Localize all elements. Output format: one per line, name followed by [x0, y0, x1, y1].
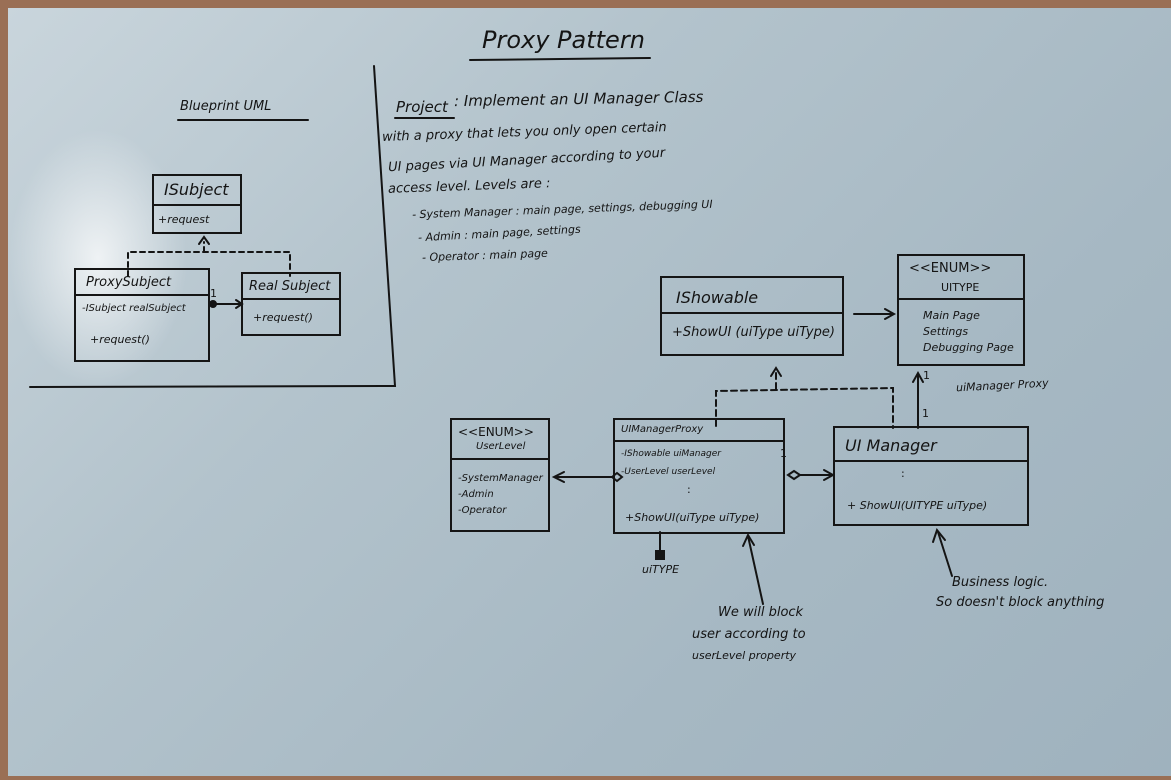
- blueprint-association-dot: [209, 300, 217, 308]
- ishowable-to-uitype-arrow: [884, 308, 897, 320]
- real-subject-class: Real Subject +request(): [241, 272, 341, 336]
- userlevel-value-0: -SystemManager: [458, 473, 543, 484]
- uitype-param-label: uiTYPE: [642, 563, 680, 576]
- block-note-line-1: user according to: [692, 627, 806, 642]
- title-underline: [469, 57, 651, 61]
- block-note-line-0: We will block: [718, 605, 804, 620]
- business-note-line: [937, 531, 953, 577]
- uimanager-proxy-method: +ShowUI(uiType uiType): [625, 511, 760, 524]
- userlevel-stereotype: <<ENUM>>: [458, 425, 534, 439]
- mult-a: 1: [923, 369, 930, 382]
- userlevel-enum: <<ENUM>> UserLevel -SystemManager -Admin…: [450, 418, 550, 532]
- uimanager-name: UI Manager: [845, 436, 937, 455]
- block-note-line: [747, 535, 764, 605]
- uimanager-class: UI Manager : + ShowUI(UITYPE uiType): [833, 426, 1029, 526]
- business-note-line-0: Business logic.: [952, 575, 1049, 590]
- block-note-arrow: [742, 532, 755, 547]
- uitype-name: UITYPE: [941, 281, 980, 294]
- uimanager-proxy-class: UIManagerProxy -IShowable uiManager -Use…: [613, 418, 785, 534]
- blueprint-inheritance-lines: [127, 251, 291, 277]
- block-note-line-2: userLevel property: [692, 649, 797, 662]
- mult-c: 1: [780, 447, 787, 460]
- blueprint-heading: Blueprint UML: [180, 99, 272, 114]
- userlevel-name: UserLevel: [476, 441, 526, 452]
- uitype-param-dot: [655, 550, 665, 560]
- proxy-subject-name: ProxySubject: [86, 275, 172, 290]
- mult-b: 1: [922, 407, 929, 420]
- uimanager-proxy-field-1: -UserLevel userLevel: [621, 467, 716, 477]
- uimanager-to-uitype-arrow: [912, 370, 924, 383]
- uitype-value-0: Main Page: [923, 309, 980, 322]
- uitype-enum: <<ENUM>> UITYPE Main Page Settings Debug…: [897, 254, 1025, 366]
- ishowable-interface: IShowable +ShowUI (uiType uiType): [660, 276, 844, 356]
- isubject-class: ISubject +request: [152, 174, 242, 234]
- isubject-name: ISubject: [164, 180, 229, 199]
- ishowable-method: +ShowUI (uiType uiType): [672, 325, 835, 340]
- realization-arrow: [770, 366, 782, 377]
- realization-lines: [715, 386, 894, 429]
- uitype-value-1: Settings: [923, 325, 969, 338]
- business-note-line-1: So doesn't block anything: [936, 595, 1105, 610]
- proxy-subject-field: -ISubject realSubject: [82, 303, 186, 314]
- ishowable-name: IShowable: [676, 288, 759, 307]
- real-subject-name: Real Subject: [249, 279, 331, 294]
- uitype-value-2: Debugging Page: [923, 341, 1014, 354]
- uimanager-proxy-field-0: -IShowable uiManager: [621, 449, 721, 459]
- project-label: Project: [396, 98, 448, 116]
- uitype-stereotype: <<ENUM>>: [909, 261, 992, 276]
- uimanager-proxy-dots: :: [687, 483, 691, 496]
- page-title: Proxy Pattern: [482, 26, 645, 54]
- proxy-subject-class: ProxySubject -ISubject realSubject +requ…: [74, 268, 210, 362]
- ink-strokes: [29, 57, 953, 605]
- whiteboard: Proxy Pattern Blueprint UML ISubject +re…: [8, 8, 1171, 776]
- blueprint-frame: [29, 65, 397, 388]
- proxy-subject-method: +request(): [90, 333, 150, 346]
- business-note-arrow: [932, 527, 946, 543]
- proxy-to-userlevel-arrow: [551, 471, 565, 483]
- project-line-0: : Implement an UI Manager Class: [453, 87, 704, 111]
- uimanager-dots: :: [901, 467, 905, 480]
- isubject-method: +request: [158, 213, 210, 226]
- uimanager-proxy-name: UIManagerProxy: [621, 424, 704, 435]
- blueprint-multiplicity: 1: [210, 287, 217, 300]
- real-subject-method: +request(): [253, 311, 313, 324]
- uimanager-method: + ShowUI(UITYPE uiType): [847, 499, 988, 512]
- uimanager-aggregation-diamond: [786, 469, 802, 481]
- userlevel-value-1: -Admin: [458, 489, 494, 500]
- userlevel-value-2: -Operator: [458, 505, 507, 516]
- proxy-aggregation-diamond: [610, 471, 624, 483]
- blueprint-inheritance-arrow: [198, 235, 210, 245]
